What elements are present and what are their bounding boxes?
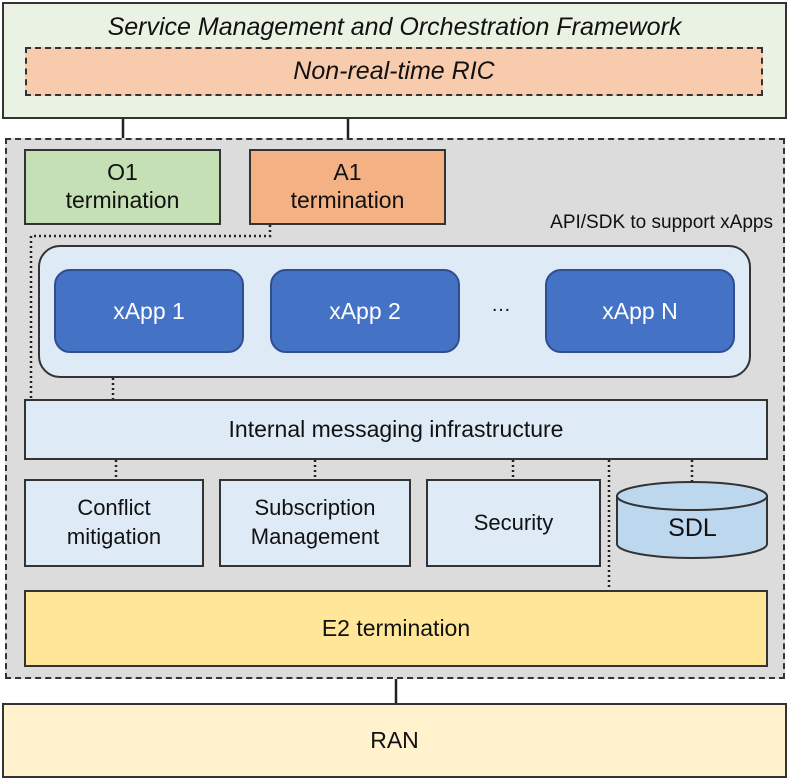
e2-termination-box: E2 termination [24,590,768,667]
conflict-label-line1: Conflict [77,495,151,521]
a1-termination-box: A1 termination [249,149,446,225]
a1-label-line1: A1 [333,159,362,186]
xapp-2-box: xApp 2 [270,269,460,353]
subscription-label-line2: Management [250,524,380,549]
internal-messaging-box: Internal messaging infrastructure [24,399,768,460]
o1-label-line2: termination [65,187,180,213]
non-rt-ric-box: Non-real-time RIC [25,47,763,96]
conflict-label-line2: mitigation [66,524,162,549]
smo-title: Service Management and Orchestration Fra… [107,12,682,41]
subscription-management-box: Subscription Management [219,479,411,567]
conflict-mitigation-box: Conflict mitigation [24,479,204,567]
xapp-1-box: xApp 1 [54,269,244,353]
o1-label-line1: O1 [107,159,138,186]
subscription-label-line1: Subscription [254,495,376,521]
sdl-database-icon [616,481,768,559]
ran-box: RAN [2,703,787,778]
sdl-label: SDL [668,513,717,542]
xapps-ellipsis: … [491,293,511,316]
xapp-n-box: xApp N [545,269,735,353]
security-box: Security [426,479,601,567]
api-sdk-label: API/SDK to support xApps [550,212,773,233]
a1-label-line2: termination [290,187,405,213]
o1-termination-box: O1 termination [24,149,221,225]
